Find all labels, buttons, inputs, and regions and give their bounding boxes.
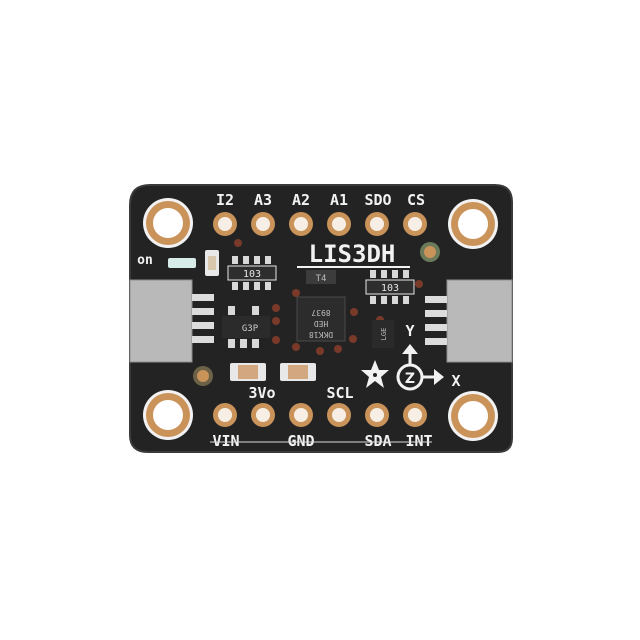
stemma-qt-connector-left [129, 279, 214, 363]
svg-text:103: 103 [243, 269, 261, 280]
mounting-hole-top-left [143, 198, 193, 248]
svg-text:103: 103 [381, 283, 399, 294]
pin-label-scl: SCL [326, 384, 353, 402]
pin-label-gnd: GND [287, 432, 314, 450]
board-title: LIS3DH [309, 240, 396, 268]
top-pin-row [213, 212, 427, 236]
top-pin-labels: I2 A3 A2 A1 SDO CS [216, 191, 425, 209]
power-led-label: on [137, 253, 153, 268]
resistor-network-left: 103 [227, 256, 277, 290]
lis3dh-chip: DKK18 HED 8937 [296, 296, 346, 342]
adafruit-flower-logo [361, 360, 389, 388]
axis-indicator: Z Y X [396, 322, 461, 391]
pin-label-int: INT [405, 432, 432, 450]
pin-label-sdo: SDO [364, 191, 391, 209]
svg-text:DKK18: DKK18 [309, 330, 333, 339]
svg-text:HED: HED [314, 319, 329, 328]
axis-y-label: Y [405, 322, 414, 340]
pin-label-i2: I2 [216, 191, 234, 209]
resistor-network-right: 103 [365, 270, 415, 304]
pin-label-a3: A3 [254, 191, 272, 209]
svg-text:T4: T4 [316, 274, 327, 284]
pin-label-a2: A2 [292, 191, 310, 209]
power-led [168, 258, 196, 268]
svg-text:LGE: LGE [380, 328, 388, 341]
pin-label-vin: VIN [212, 432, 239, 450]
mounting-hole-bottom-right [448, 391, 498, 441]
pin-label-a1: A1 [330, 191, 348, 209]
bottom-pin-row [213, 403, 427, 427]
axis-chip: LGE [372, 320, 394, 348]
svg-text:G3P: G3P [242, 324, 259, 334]
pin-label-sda: SDA [364, 432, 391, 450]
stemma-qt-connector-right [425, 279, 513, 363]
axis-z-label: Z [405, 371, 415, 387]
bottom-pin-labels: VIN GND SDA INT 3Vo SCL [212, 384, 432, 450]
small-transistor-chip: T4 [306, 270, 336, 284]
mounting-hole-top-right [448, 199, 498, 249]
mounting-hole-bottom-left [143, 390, 193, 440]
svg-text:8937: 8937 [311, 308, 330, 317]
axis-x-label: X [451, 372, 460, 390]
pin-label-3vo: 3Vo [248, 384, 275, 402]
pin-label-cs: CS [407, 191, 425, 209]
voltage-regulator: G3P [222, 306, 270, 348]
